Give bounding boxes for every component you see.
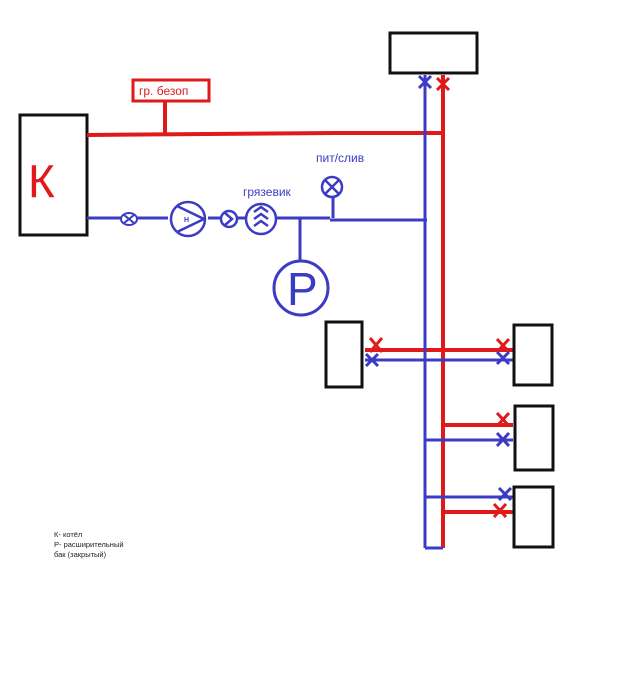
- safety-group-box: [131, 78, 211, 103]
- fill-drain-valve-icon: [320, 175, 344, 199]
- strainer-label: грязевик: [243, 185, 292, 199]
- radiator-right-3: [512, 485, 555, 549]
- pump-letter: Н: [184, 217, 189, 224]
- legend-line-3: бак (закрытый): [54, 550, 107, 559]
- pump-icon: [169, 200, 207, 238]
- fill-drain-label: пит/слив: [316, 151, 364, 165]
- legend-line-1: К- котёл: [54, 530, 82, 539]
- return-line: [87, 75, 513, 550]
- radiator-left: [324, 320, 364, 389]
- radiator-right-1: [512, 323, 554, 387]
- legend-line-2: Р- расширительный: [54, 540, 124, 549]
- ball-valve-icon: [120, 212, 138, 226]
- tank-letter: Р: [287, 263, 318, 315]
- boiler: [18, 113, 89, 237]
- supply-valve-markers: [368, 76, 511, 519]
- safety-group-label: гр. безоп: [139, 84, 188, 98]
- check-valve-icon: [219, 209, 239, 229]
- strainer-icon: [244, 202, 278, 236]
- return-valve-markers: [364, 74, 513, 502]
- boiler-letter: К: [28, 155, 55, 207]
- expansion-tank: [272, 259, 330, 317]
- radiator-top: [388, 31, 479, 75]
- radiator-right-2: [513, 404, 555, 472]
